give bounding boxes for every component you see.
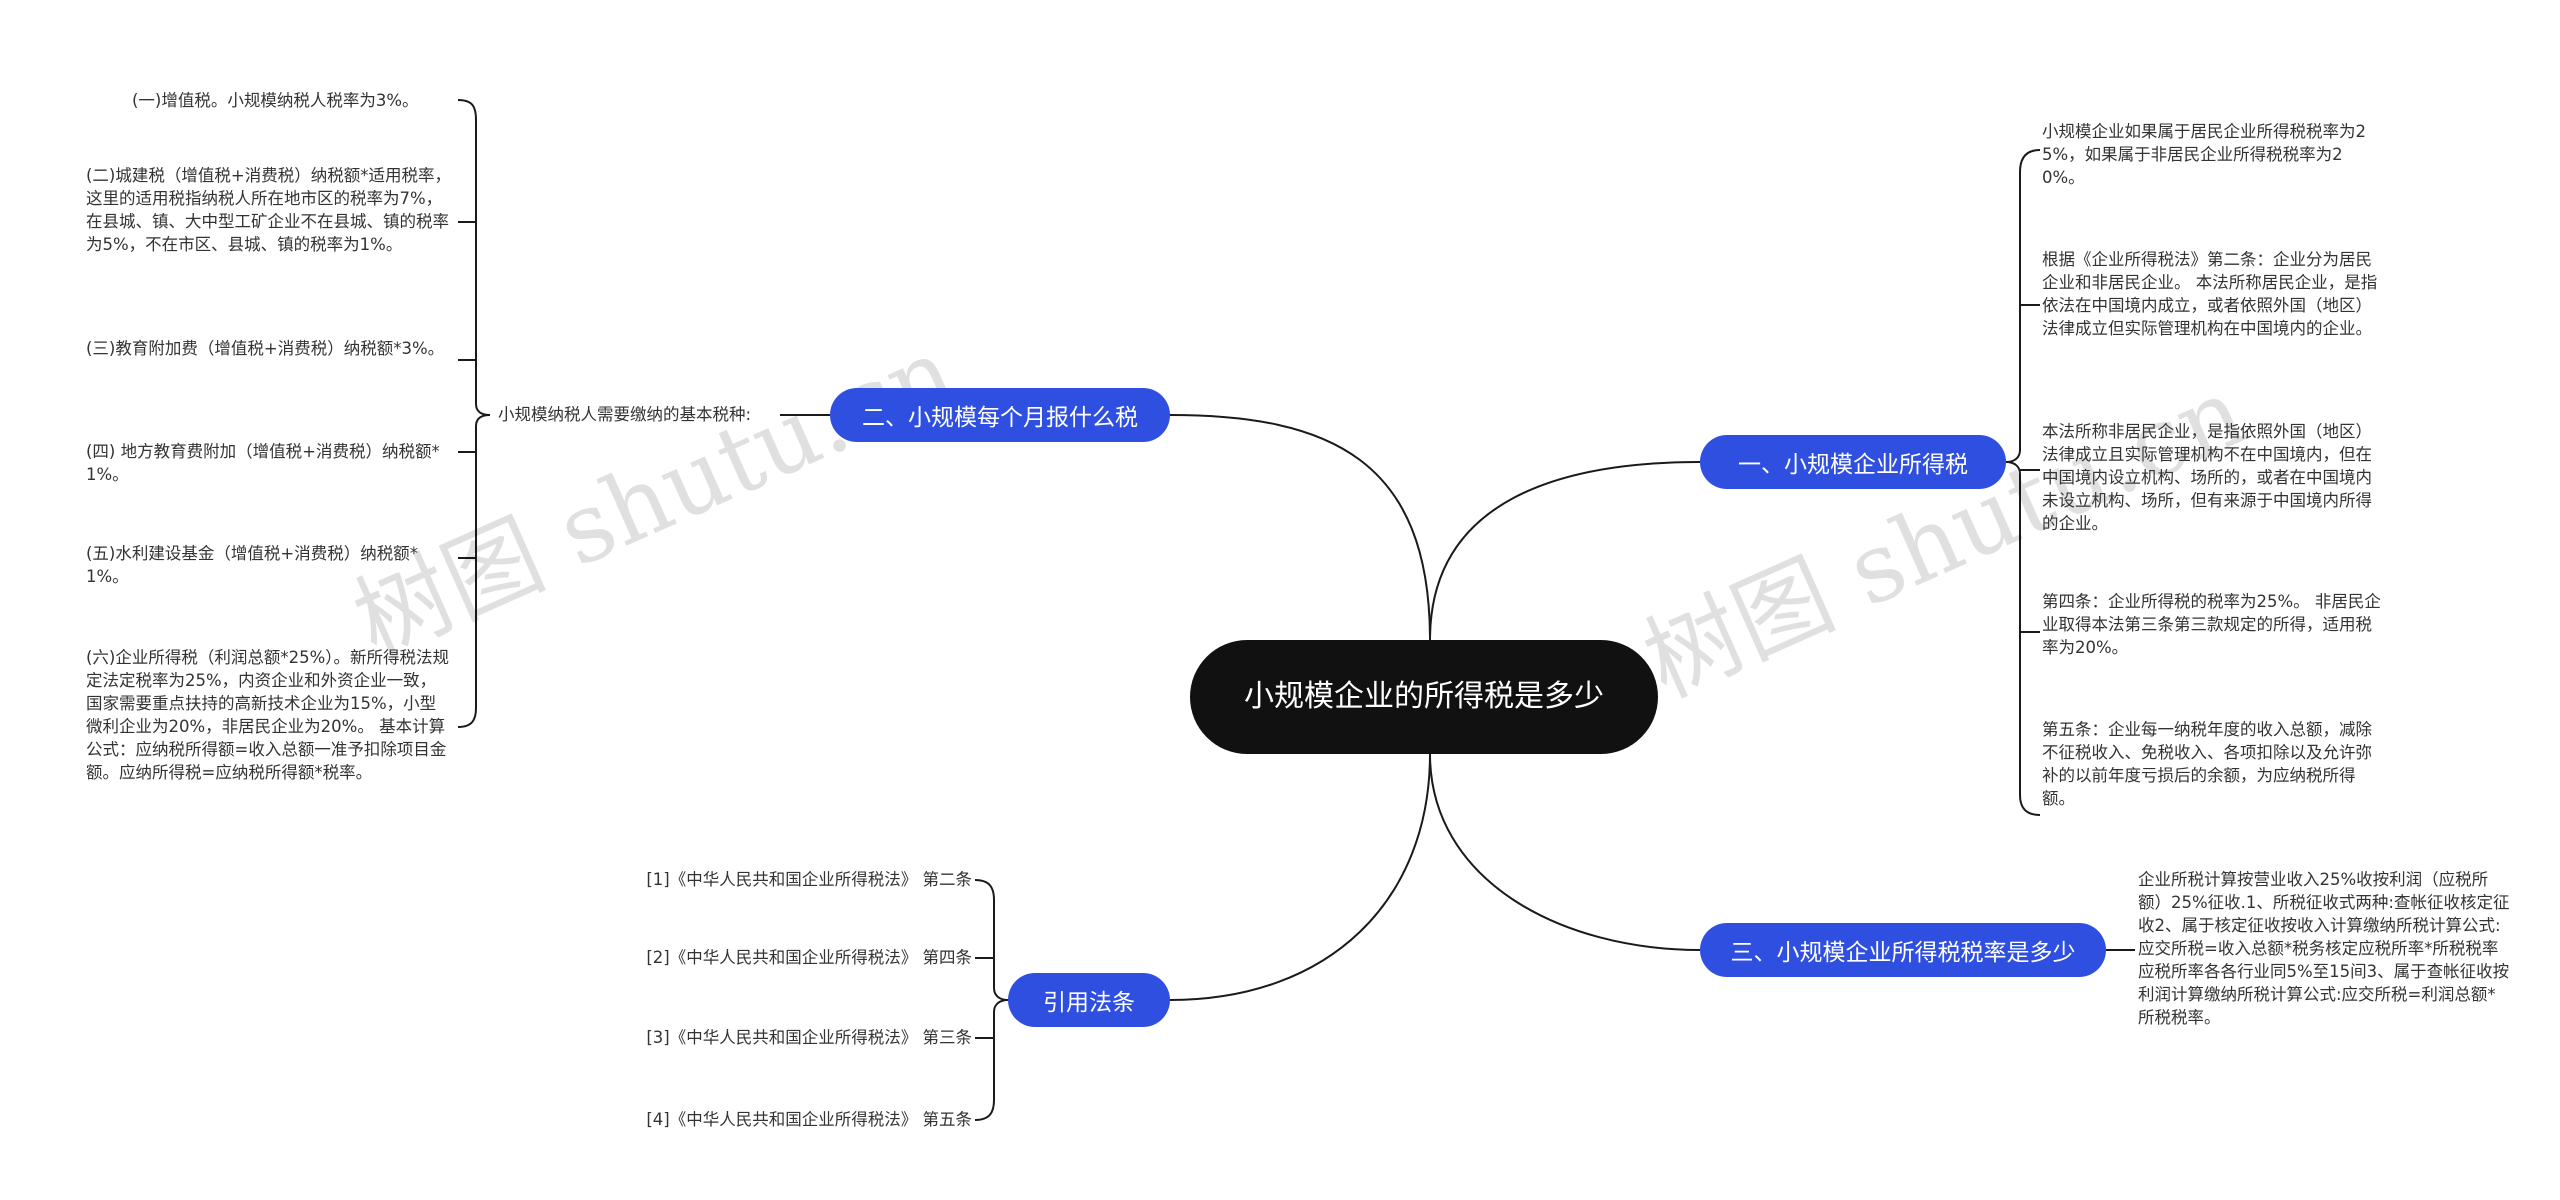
- branch-label: 一、小规模企业所得税: [1738, 452, 1968, 478]
- branch-label: 引用法条: [1043, 990, 1135, 1016]
- leaf-b1-2[interactable]: 根据《企业所得税法》第二条：企业分为居民企业和非居民企业。 本法所称居民企业，是…: [2042, 248, 2382, 340]
- leaf-b1-5[interactable]: 第五条：企业每一纳税年度的收入总额，减除不征税收入、免税收入、各项扣除以及允许弥…: [2042, 718, 2382, 810]
- branch-node-b3[interactable]: 三、小规模企业所得税税率是多少: [1700, 923, 2106, 977]
- leaf-b3-1[interactable]: 企业所税计算按营业收入25%收按利润（应税所额）25%征收.1、所税征收式两种:…: [2138, 868, 2510, 1029]
- leaf-text: (三)教育附加费（增值税+消费税）纳税额*3%。: [86, 339, 445, 358]
- leaf-text: (四) 地方教育费附加（增值税+消费税）纳税额*1%。: [86, 442, 440, 484]
- link-center-b4: [1169, 753, 1431, 1001]
- leaf-b1-3[interactable]: 本法所称非居民企业，是指依照外国（地区）法律成立且实际管理机构不在中国境内，但在…: [2042, 420, 2382, 535]
- leaf-b4-4[interactable]: [4]《中华人民共和国企业所得税法》 第五条: [560, 1108, 972, 1131]
- leaf-text: 本法所称非居民企业，是指依照外国（地区）法律成立且实际管理机构不在中国境内，但在…: [2042, 422, 2372, 533]
- leaf-text: (二)城建税（增值税+消费税）纳税额*适用税率，这里的适用税指纳税人所在地市区的…: [86, 166, 451, 254]
- leaf-b4-2[interactable]: [2]《中华人民共和国企业所得税法》 第四条: [560, 946, 972, 969]
- leaf-b2-6[interactable]: (六)企业所得税（利润总额*25%）。新所得税法规定法定税率为25%，内资企业和…: [86, 646, 452, 784]
- branch-node-b4[interactable]: 引用法条: [1008, 973, 1170, 1027]
- link-center-b2: [1169, 414, 1431, 641]
- bracket-b1: [2005, 149, 2041, 816]
- leaf-b2-5[interactable]: (五)水利建设基金（增值税+消费税）纳税额*1%。: [86, 542, 452, 588]
- branch-node-b2[interactable]: 二、小规模每个月报什么税: [830, 388, 1170, 442]
- leaf-b2-3[interactable]: (三)教育附加费（增值税+消费税）纳税额*3%。: [86, 337, 452, 360]
- link-center-b1: [1429, 461, 1701, 641]
- leaf-b2-1[interactable]: (一)增值税。小规模纳税人税率为3%。: [132, 89, 452, 112]
- leaf-text: 第五条：企业每一纳税年度的收入总额，减除不征税收入、免税收入、各项扣除以及允许弥…: [2042, 720, 2372, 808]
- branch-label: 三、小规模企业所得税税率是多少: [1730, 940, 2076, 966]
- leaf-text: (一)增值税。小规模纳税人税率为3%。: [132, 91, 419, 110]
- leaf-text: (六)企业所得税（利润总额*25%）。新所得税法规定法定税率为25%，内资企业和…: [86, 648, 450, 782]
- leaf-text: [4]《中华人民共和国企业所得税法》 第五条: [646, 1110, 972, 1129]
- leaf-text: (五)水利建设基金（增值税+消费税）纳税额*1%。: [86, 544, 418, 586]
- root-label: 小规模企业的所得税是多少: [1244, 679, 1604, 714]
- root-node[interactable]: 小规模企业的所得税是多少: [1190, 640, 1658, 754]
- leaf-text: [3]《中华人民共和国企业所得税法》 第三条: [646, 1028, 972, 1047]
- leaf-text: 小规模企业如果属于居民企业所得税税率为25%，如果属于非居民企业所得税税率为20…: [2042, 122, 2366, 187]
- leaf-text: 根据《企业所得税法》第二条：企业分为居民企业和非居民企业。 本法所称居民企业，是…: [2042, 250, 2378, 338]
- link-center-b3: [1429, 753, 1701, 951]
- branch-label: 二、小规模每个月报什么税: [862, 405, 1138, 431]
- leaf-text: [1]《中华人民共和国企业所得税法》 第二条: [646, 870, 972, 889]
- bracket-b4: [974, 879, 1009, 1121]
- leaf-b1-1[interactable]: 小规模企业如果属于居民企业所得税税率为25%，如果属于非居民企业所得税税率为20…: [2042, 120, 2382, 189]
- b2-subtopic-text: 小规模纳税人需要缴纳的基本税种:: [498, 405, 752, 424]
- branch-node-b1[interactable]: 一、小规模企业所得税: [1700, 435, 2006, 489]
- leaf-text: 第四条：企业所得税的税率为25%。 非居民企业取得本法第三条第三款规定的所得，适…: [2042, 592, 2381, 657]
- leaf-text: 企业所税计算按营业收入25%收按利润（应税所额）25%征收.1、所税征收式两种:…: [2138, 870, 2510, 1027]
- leaf-text: [2]《中华人民共和国企业所得税法》 第四条: [646, 948, 972, 967]
- leaf-b4-3[interactable]: [3]《中华人民共和国企业所得税法》 第三条: [560, 1026, 972, 1049]
- leaf-b2-4[interactable]: (四) 地方教育费附加（增值税+消费税）纳税额*1%。: [86, 440, 452, 486]
- bracket-b2: [457, 99, 491, 728]
- leaf-b2-2[interactable]: (二)城建税（增值税+消费税）纳税额*适用税率，这里的适用税指纳税人所在地市区的…: [86, 164, 452, 256]
- leaf-b4-1[interactable]: [1]《中华人民共和国企业所得税法》 第二条: [560, 868, 972, 891]
- leaf-b1-4[interactable]: 第四条：企业所得税的税率为25%。 非居民企业取得本法第三条第三款规定的所得，适…: [2042, 590, 2382, 659]
- b2-subtopic-label[interactable]: 小规模纳税人需要缴纳的基本税种:: [498, 403, 778, 426]
